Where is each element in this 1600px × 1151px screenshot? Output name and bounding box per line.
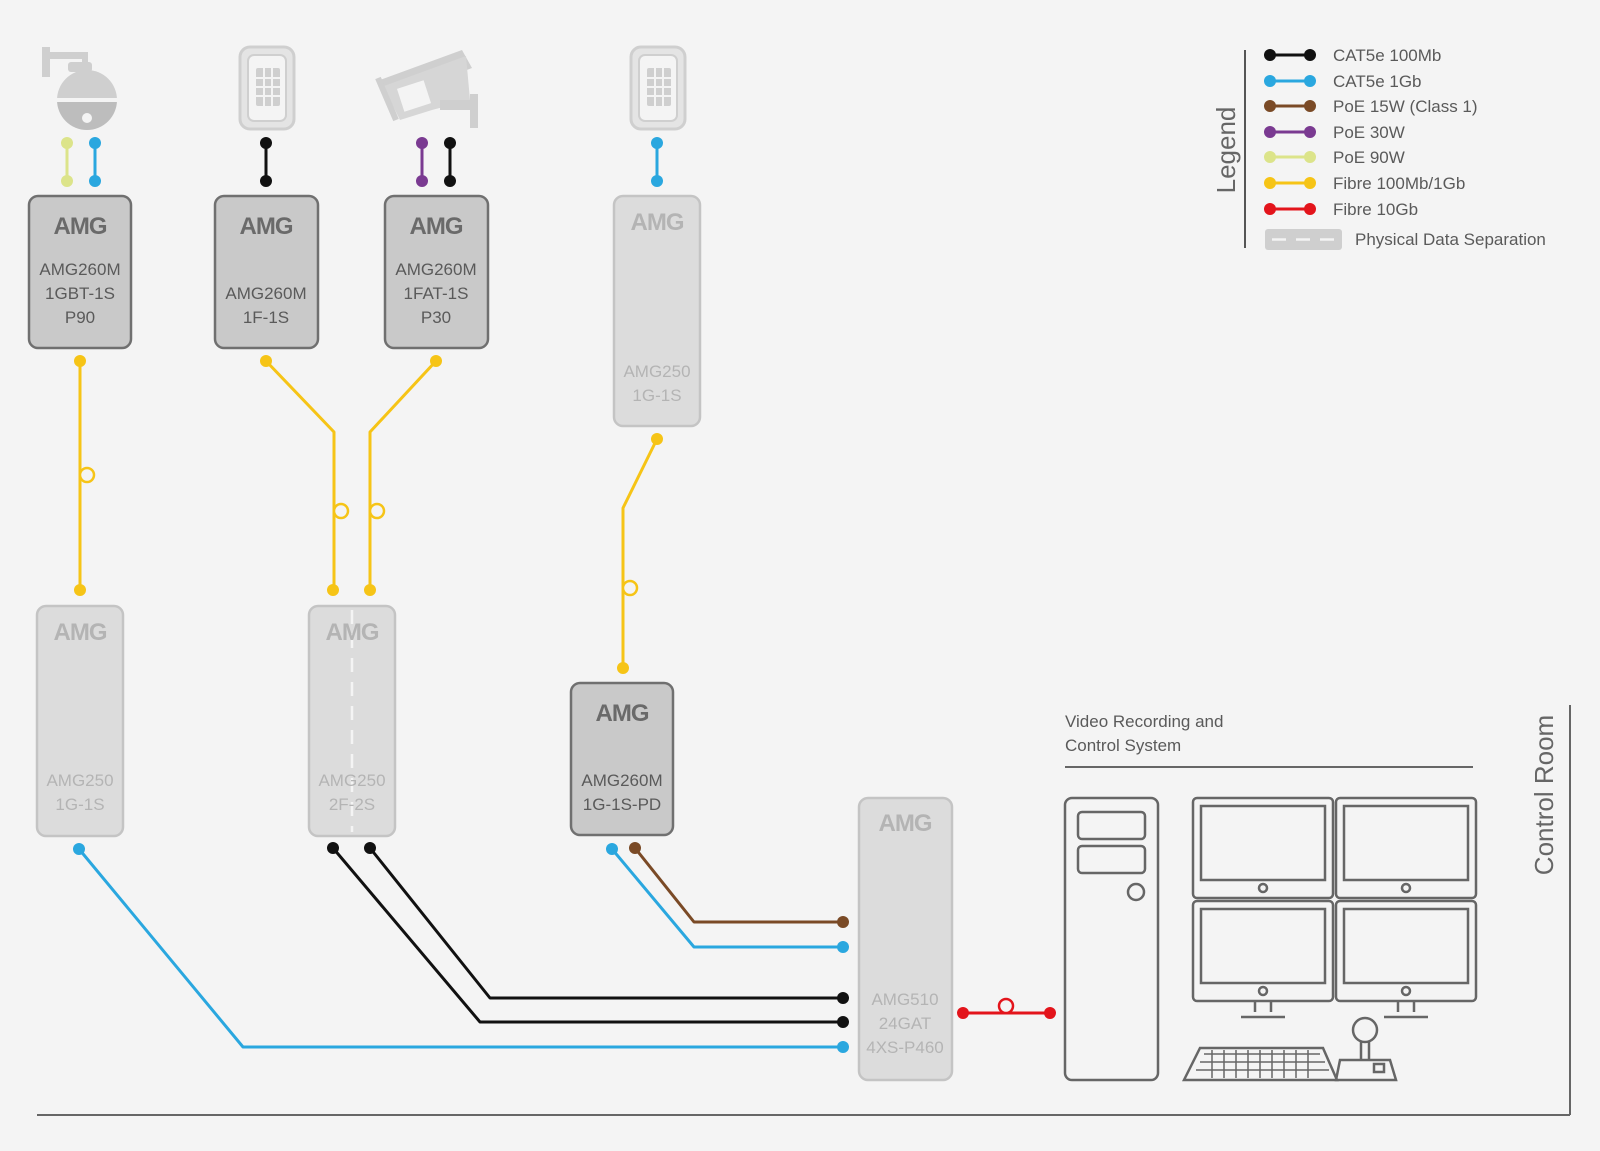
cable-poe15	[633, 847, 843, 924]
svg-text:1FAT-1S: 1FAT-1S	[404, 284, 469, 303]
svg-text:1G-1S: 1G-1S	[632, 386, 681, 405]
legend: Legend CAT5e 100Mb CAT5e 1Gb PoE 15W (Cl…	[1211, 46, 1546, 250]
fibre-link	[264, 359, 336, 590]
monitor-icon	[1191, 796, 1335, 900]
joystick-icon	[1334, 1016, 1398, 1082]
svg-text:1F-1S: 1F-1S	[243, 308, 289, 327]
cable-cat5e-100mb	[368, 847, 843, 1000]
cable-cat5e-1gb	[610, 848, 843, 949]
svg-text:AMG260M: AMG260M	[225, 284, 306, 303]
system-label-line2: Control System	[1065, 736, 1181, 755]
box-camera-icon	[375, 50, 478, 128]
device-amg260m-1g-1s-pd: AMG AMG260M 1G-1S-PD	[569, 681, 675, 837]
device-brand: AMG	[596, 700, 649, 727]
svg-text:P90: P90	[65, 308, 95, 327]
device-brand: AMG	[54, 213, 107, 240]
svg-text:P30: P30	[421, 308, 451, 327]
svg-text:AMG510: AMG510	[871, 990, 938, 1009]
svg-text:2F-2S: 2F-2S	[329, 795, 375, 814]
device-amg250-1g-1s-top: AMG AMG250 1G-1S	[612, 194, 702, 428]
legend-item-cat5e-100mb: CAT5e 100Mb	[1264, 46, 1441, 65]
fibre-link	[368, 359, 438, 590]
device-brand: AMG	[54, 619, 107, 646]
device-amg250-1g-1s-left: AMG AMG250 1G-1S	[35, 604, 125, 838]
monitor-icon	[1334, 796, 1478, 900]
legend-item-cat5e-1gb: CAT5e 1Gb	[1264, 72, 1422, 91]
svg-text:AMG250: AMG250	[623, 362, 690, 381]
legend-item-poe-90w: PoE 90W	[1264, 148, 1405, 167]
svg-text:24GAT: 24GAT	[879, 1014, 932, 1033]
control-room: Video Recording and Control System Contr…	[37, 705, 1571, 1116]
fibre-link	[621, 438, 659, 668]
device-amg260m-1gbt-1s-p90: AMG AMG260M 1GBT-1S P90	[27, 194, 133, 350]
svg-text:AMG260M: AMG260M	[581, 771, 662, 790]
legend-item-physical-separation: Physical Data Separation	[1265, 229, 1546, 250]
svg-text:1G-1S-PD: 1G-1S-PD	[583, 795, 661, 814]
svg-text:Fibre 10Gb: Fibre 10Gb	[1333, 200, 1418, 219]
legend-item-poe-15w: PoE 15W (Class 1)	[1264, 97, 1478, 116]
monitor-icon	[1191, 899, 1335, 1019]
ptz-camera-icon	[42, 47, 117, 130]
device-amg260m-1f-1s: AMG AMG260M 1F-1S	[213, 194, 320, 350]
device-amg260m-1fat-1s-p30: AMG AMG260M 1FAT-1S P30	[383, 194, 490, 350]
svg-text:Physical Data Separation: Physical Data Separation	[1355, 230, 1546, 249]
svg-text:1G-1S: 1G-1S	[55, 795, 104, 814]
monitor-icon	[1334, 899, 1478, 1019]
keypad-icon	[629, 45, 687, 131]
svg-text:AMG250: AMG250	[46, 771, 113, 790]
device-brand: AMG	[631, 209, 684, 236]
svg-text:4XS-P460: 4XS-P460	[866, 1038, 944, 1057]
legend-title: Legend	[1211, 107, 1241, 194]
svg-text:AMG260M: AMG260M	[39, 260, 120, 279]
device-brand: AMG	[240, 213, 293, 240]
system-label-line1: Video Recording and	[1065, 712, 1223, 731]
svg-text:1GBT-1S: 1GBT-1S	[45, 284, 115, 303]
legend-item-poe-30w: PoE 30W	[1264, 123, 1405, 142]
keyboard-icon	[1181, 1046, 1339, 1082]
svg-text:Fibre 100Mb/1Gb: Fibre 100Mb/1Gb	[1333, 174, 1465, 193]
svg-text:AMG260M: AMG260M	[395, 260, 476, 279]
svg-text:PoE 30W: PoE 30W	[1333, 123, 1405, 142]
cable-cat5e-1gb	[77, 848, 843, 1049]
device-amg250-2f-2s: AMG AMG250 2F-2S	[307, 604, 397, 838]
cable-cat5e-100mb	[331, 847, 843, 1024]
legend-item-fibre-100mb-1gb: Fibre 100Mb/1Gb	[1264, 174, 1465, 193]
keypad-icon	[238, 45, 296, 131]
svg-text:CAT5e 1Gb: CAT5e 1Gb	[1333, 72, 1422, 91]
device-brand: AMG	[326, 619, 379, 646]
svg-text:AMG250: AMG250	[318, 771, 385, 790]
legend-item-fibre-10gb: Fibre 10Gb	[1264, 200, 1418, 219]
svg-text:CAT5e 100Mb: CAT5e 100Mb	[1333, 46, 1441, 65]
device-brand: AMG	[410, 213, 463, 240]
svg-text:PoE 15W (Class 1): PoE 15W (Class 1)	[1333, 97, 1478, 116]
device-amg510-24gat-4xs-p460: AMG AMG510 24GAT 4XS-P460	[857, 796, 954, 1082]
device-brand: AMG	[879, 810, 932, 837]
pc-tower-icon	[1063, 796, 1160, 1082]
control-room-title: Control Room	[1529, 715, 1559, 875]
svg-text:PoE 90W: PoE 90W	[1333, 148, 1405, 167]
